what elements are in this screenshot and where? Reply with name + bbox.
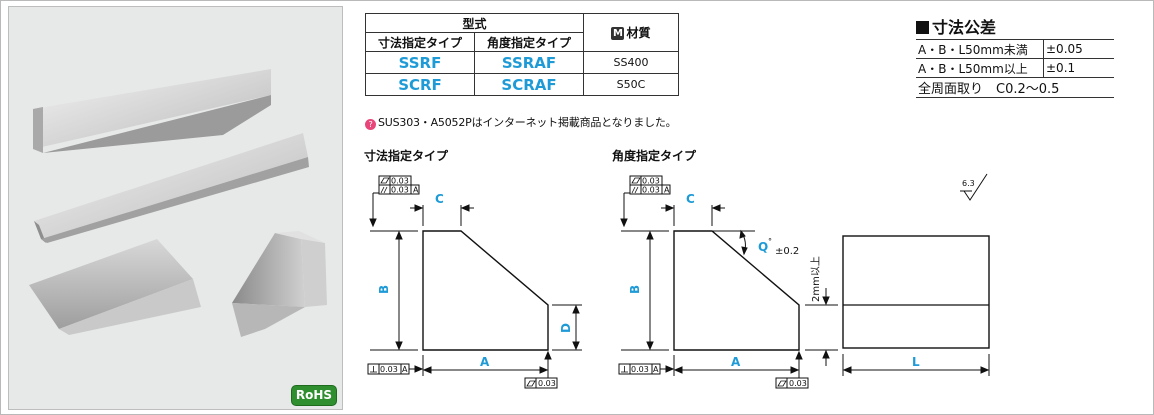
dim-type-profile	[422, 230, 549, 351]
flatness-icon	[380, 177, 390, 184]
product-photo: RoHS	[8, 6, 343, 410]
info-icon: ?	[365, 119, 376, 130]
model-code: SCRAF	[474, 73, 584, 96]
parallel-icon	[631, 186, 636, 194]
material-value: S50C	[583, 73, 679, 96]
perp-ref-right: A	[653, 365, 659, 374]
degree-symbol: °	[768, 237, 772, 246]
parallel-value-left: 0.03	[391, 186, 409, 195]
flatness-icon	[526, 380, 536, 387]
tolerance-value: ±0.05	[1043, 39, 1114, 59]
angle-type-header: 角度指定タイプ	[474, 32, 584, 52]
model-code: SCRF	[365, 73, 475, 96]
note-text: SUS303・A5052Pはインターネット掲載商品となりました。	[378, 116, 677, 129]
material-header-text: 材質	[626, 26, 651, 40]
flatness-icon	[631, 177, 641, 184]
dim-C-left: C	[435, 192, 444, 206]
dim-B-left: B	[377, 285, 391, 294]
dim-A-left: A	[480, 355, 490, 369]
model-code: SSRAF	[474, 51, 584, 74]
table-row: A・B・L50mm以上 ±0.1	[916, 58, 1114, 78]
availability-note: ?SUS303・A5052Pはインターネット掲載商品となりました。	[365, 114, 677, 130]
angle-type-profile	[673, 230, 800, 351]
dim-C-right: C	[686, 192, 695, 206]
dim-type-title: 寸法指定タイプ	[364, 149, 449, 163]
material-m-icon: M	[611, 27, 625, 40]
tolerance-title-text: 寸法公差	[932, 18, 997, 37]
dim-D: D	[559, 323, 573, 333]
dim-Q: Q	[758, 240, 768, 254]
flatness-icon	[777, 380, 787, 387]
perp-value-left: 0.03	[380, 365, 398, 374]
surface-roughness: 6.3	[962, 179, 975, 188]
dim-A-right: A	[731, 355, 741, 369]
tolerance-table: A・B・L50mm未満 ±0.05 A・B・L50mm以上 ±0.1 全周面取り…	[916, 39, 1114, 98]
square-bullet-icon	[916, 21, 929, 34]
chamfer-note: 全周面取り C0.2〜0.5	[916, 77, 1114, 98]
rohs-badge: RoHS	[291, 385, 337, 406]
parallel-icon	[380, 186, 385, 194]
table-row: 全周面取り C0.2〜0.5	[916, 77, 1114, 98]
parallel-ref-right: A	[664, 186, 670, 195]
q-tolerance: ±0.2	[775, 246, 799, 257]
min-thickness-note: 2mm以上	[810, 256, 822, 302]
table-row: SSRF SSRAF SS400	[365, 51, 679, 74]
flatness-value-left: 0.03	[391, 177, 409, 186]
product-illustration	[29, 69, 327, 337]
parallel-ref-left: A	[413, 186, 419, 195]
table-row: SCRF SCRAF S50C	[365, 73, 679, 96]
flatness-value-right: 0.03	[642, 177, 660, 186]
perp-ref-left: A	[402, 365, 408, 374]
parallel-value-right: 0.03	[642, 186, 660, 195]
flatness-bottom-right: 0.03	[789, 379, 807, 388]
dim-B-right: B	[628, 285, 642, 294]
side-view	[842, 235, 990, 349]
tolerance-title: 寸法公差	[916, 14, 996, 38]
flatness-bottom-left: 0.03	[538, 379, 556, 388]
perp-value-right: 0.03	[631, 365, 649, 374]
dim-L: L	[912, 355, 920, 369]
angle-type-title: 角度指定タイプ	[612, 149, 697, 163]
